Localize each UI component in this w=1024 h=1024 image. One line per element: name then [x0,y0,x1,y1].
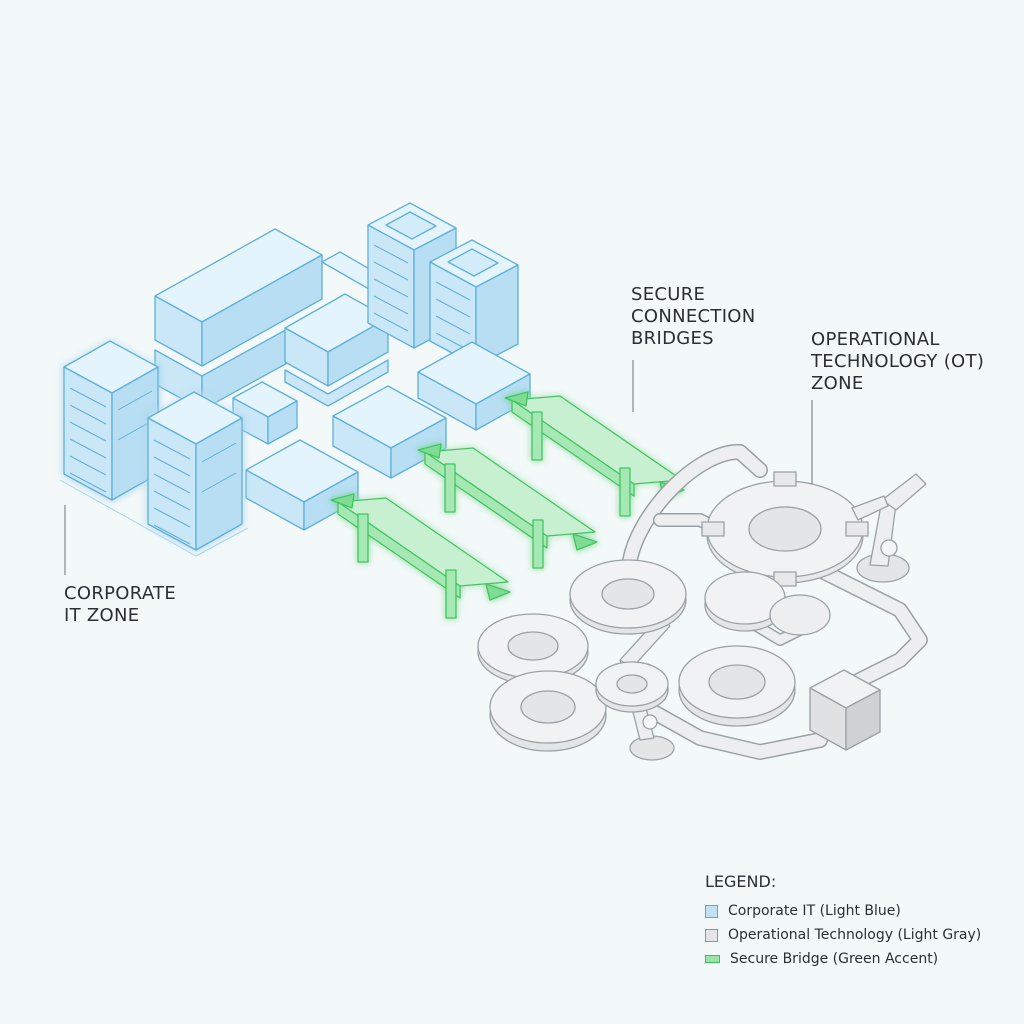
ot-gear-large-top [701,471,869,587]
label-ot-zone: OPERATIONAL TECHNOLOGY (OT) ZONE [811,329,984,395]
it-block-right-flat [417,341,531,431]
it-base-plate [59,479,249,557]
secure-bridge-top [504,391,685,517]
it-block-center-flat [332,385,447,479]
label-ot-line-1: OPERATIONAL [811,329,940,350]
legend-item-corporate-it: Corporate IT (Light Blue) [705,899,1005,923]
legend-title: LEGEND: [705,872,777,891]
secure-bridge-middle [417,443,598,569]
label-ot-line-3: ZONE [811,373,864,394]
legend-item-ot: Operational Technology (Light Gray) [705,923,1005,947]
callout-leaders [64,360,813,575]
corporate-it-zone [59,202,531,557]
legend-item-secure-bridge: Secure Bridge (Green Accent) [705,947,1005,971]
secure-bridges [330,391,685,619]
it-server-rack-back-2 [429,239,519,367]
it-block-small-cube [232,381,298,445]
ot-pipes [622,444,928,760]
legend-text-secure-bridge: Secure Bridge (Green Accent) [730,951,939,967]
legend-swatch-green [705,955,720,963]
ot-gear-mid-left [569,559,687,635]
label-corporate-it-zone: CORPORATE IT ZONE [64,583,176,627]
ot-robot-arm-right [851,473,927,583]
legend-text-ot: Operational Technology (Light Gray) [728,927,982,943]
label-secure-bridges-line-1: SECURE [631,284,706,305]
ot-gear-bottom-center [678,645,796,727]
label-corporate-it-line-2: IT ZONE [64,605,140,626]
it-server-rack-front-1 [63,340,159,501]
label-ot-line-2: TECHNOLOGY (OT) [811,351,985,372]
label-corporate-it-line-1: CORPORATE [64,583,177,604]
legend-text-corporate-it: Corporate IT (Light Blue) [728,903,901,919]
legend-swatch-blue [705,904,718,918]
ot-gear-small [595,661,669,713]
secure-bridge-bottom [330,493,511,619]
legend-swatch-gray [705,928,718,942]
ot-gear-far-left [477,613,589,685]
it-block-front-flat [245,439,359,531]
ot-valve-center [704,571,831,636]
ot-gear-bottom-left [489,670,607,752]
it-block-large [154,228,323,367]
label-secure-bridges-line-2: CONNECTION [631,306,756,327]
label-secure-bridges: SECURE CONNECTION BRIDGES [631,284,756,350]
ot-pump-unit [809,669,881,751]
legend: LEGEND: Corporate IT (Light Blue) Operat… [705,872,1005,971]
label-secure-bridges-line-3: BRIDGES [631,328,714,349]
it-server-rack-front-2 [147,391,243,551]
ot-zone [477,444,928,761]
